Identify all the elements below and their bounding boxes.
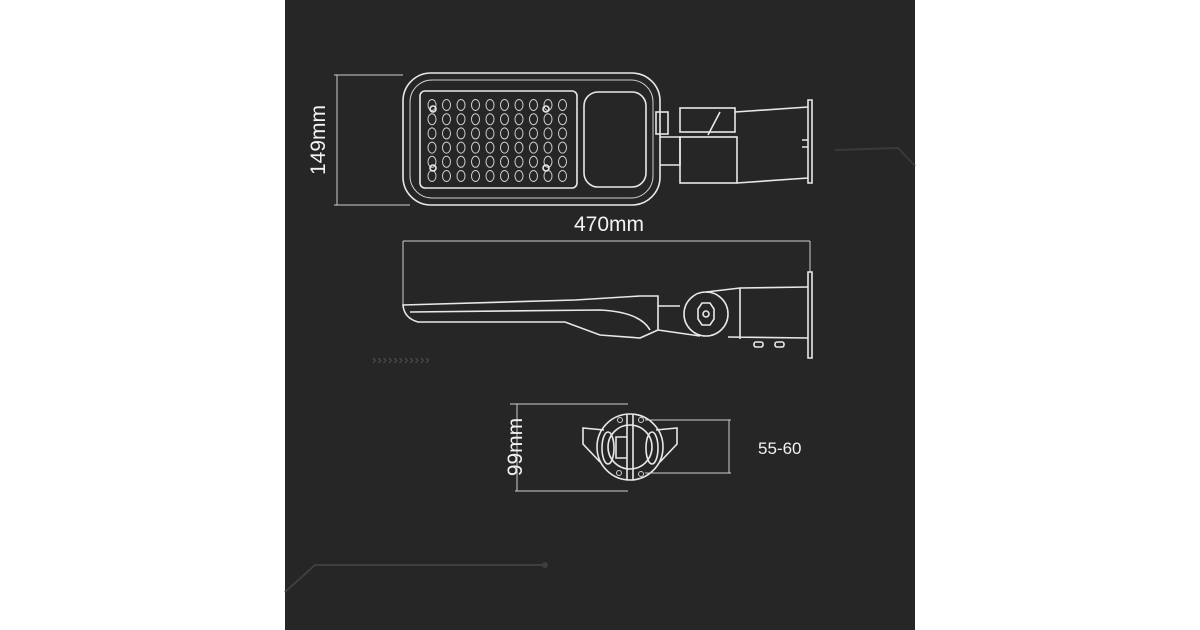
led-chip <box>558 99 567 111</box>
led-chip <box>471 99 480 111</box>
led-grid <box>427 99 567 182</box>
led-chip <box>514 127 524 140</box>
led-chip <box>514 170 524 182</box>
led-chip <box>471 170 480 182</box>
led-chip <box>543 170 553 182</box>
pole-diameter-label: 55-60 <box>758 439 801 458</box>
led-chip <box>500 99 509 111</box>
led-chip <box>485 113 495 126</box>
led-chip <box>442 127 451 140</box>
led-chip <box>558 127 567 140</box>
led-chip <box>456 113 466 126</box>
led-chip <box>427 170 437 182</box>
height-label: 149mm <box>307 105 330 175</box>
led-chip <box>500 155 509 168</box>
led-chip <box>529 127 538 140</box>
led-chip <box>543 127 553 140</box>
led-chip <box>529 99 538 111</box>
led-chip <box>456 99 466 111</box>
led-chip <box>442 155 451 168</box>
led-chip <box>514 141 524 154</box>
top-view <box>402 72 813 206</box>
height-dimension: 149mm <box>307 74 410 206</box>
led-chip <box>485 99 495 111</box>
led-chip <box>427 99 437 111</box>
led-chip <box>485 170 495 182</box>
led-chip <box>442 170 451 182</box>
led-chip <box>442 113 451 126</box>
led-chip <box>514 113 524 126</box>
led-chip <box>543 155 553 168</box>
led-chip <box>485 141 495 154</box>
led-chip <box>529 170 538 182</box>
led-chip <box>427 113 437 126</box>
led-chip <box>514 99 524 111</box>
led-chip <box>442 99 451 111</box>
length-label: 470mm <box>574 213 644 236</box>
led-chip <box>456 127 466 140</box>
led-chip <box>456 141 466 154</box>
led-chip <box>500 170 509 182</box>
led-chip <box>543 113 553 126</box>
side-view <box>402 240 813 359</box>
led-chip <box>558 141 567 154</box>
led-chip <box>514 155 524 168</box>
led-chip <box>558 170 567 182</box>
led-chip <box>543 141 553 154</box>
end-view: 99mm 55-60 <box>504 403 801 492</box>
led-chip <box>471 113 480 126</box>
drawing-panel <box>285 0 915 630</box>
led-chip <box>500 141 509 154</box>
led-chip <box>529 113 538 126</box>
led-chip <box>558 155 567 168</box>
decor-line-right <box>834 146 916 167</box>
led-chip <box>543 99 553 111</box>
led-chip <box>485 155 495 168</box>
led-chip <box>500 113 509 126</box>
led-chip <box>500 127 509 140</box>
led-chip <box>456 155 466 168</box>
led-chip <box>485 127 495 140</box>
decor-line-bottom-left <box>284 562 548 593</box>
led-chip <box>427 127 437 140</box>
led-chip <box>558 113 567 126</box>
led-chip <box>427 155 437 168</box>
led-chip <box>456 170 466 182</box>
led-chip <box>471 127 480 140</box>
led-chip <box>471 141 480 154</box>
led-chip <box>442 141 451 154</box>
led-chip <box>471 155 480 168</box>
bracket-height-label: 99mm <box>504 418 527 476</box>
led-chip <box>529 141 538 154</box>
led-chip <box>427 141 437 154</box>
chevrons-decor: ››››››››››› <box>372 352 431 367</box>
led-chip <box>529 155 538 168</box>
